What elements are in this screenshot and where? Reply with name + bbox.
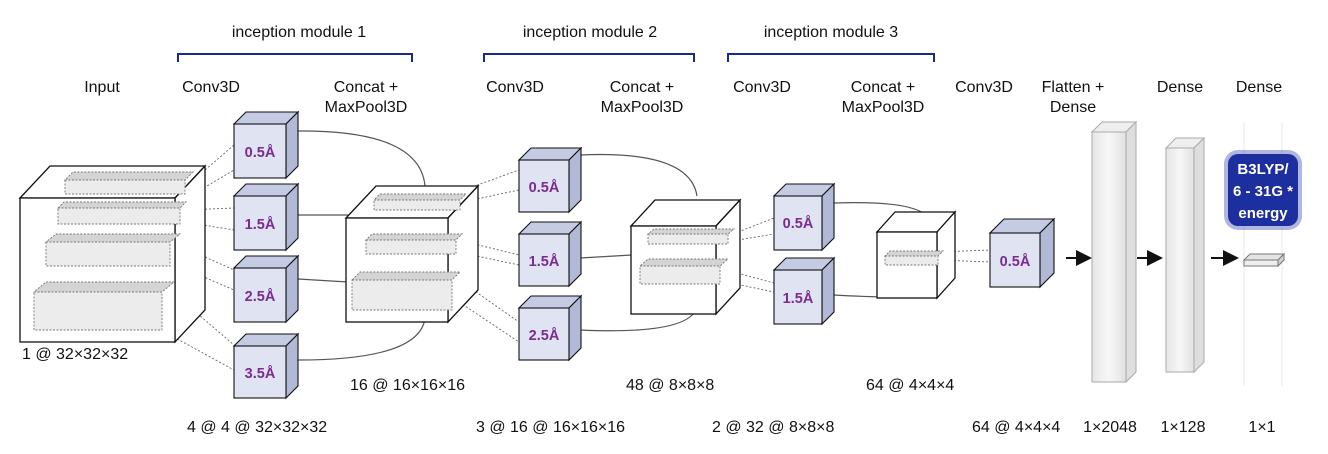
- branch-shape-2: 3 @ 16 @ 16×16×16: [476, 419, 625, 436]
- flatten-shape: 1×2048: [1083, 419, 1137, 436]
- final-kernel-label: 0.5Å: [1000, 253, 1031, 270]
- target-line-1: B3LYP/: [1237, 161, 1289, 178]
- final-conv-label: Conv3D: [955, 79, 1013, 96]
- kernel-label-1-3: 2.5Å: [245, 288, 276, 305]
- concat-cube-2: [629, 198, 742, 316]
- module-bracket-2: [483, 53, 695, 62]
- final-conv-filter: [988, 217, 1056, 289]
- target-line-2: 6 - 31G *: [1233, 183, 1293, 200]
- concat-shape-1: 16 @ 16×16×16: [350, 377, 465, 394]
- concat-label-2b: MaxPool3D: [601, 99, 684, 116]
- kernel-label-1-4: 3.5Å: [245, 365, 276, 382]
- kernel-label-3-1: 0.5Å: [783, 215, 814, 232]
- concat-shape-2: 48 @ 8×8×8: [626, 377, 714, 394]
- conv-label-1: Conv3D: [182, 79, 240, 96]
- module-title-2: inception module 2: [523, 24, 657, 41]
- conv-filter-2-1: [517, 146, 583, 214]
- flatten-label-b: Dense: [1050, 99, 1096, 116]
- kernel-label-1-2: 1.5Å: [245, 216, 276, 233]
- kernel-label-2-3: 2.5Å: [529, 327, 560, 344]
- concat-label-1b: MaxPool3D: [325, 99, 408, 116]
- target-line-3: energy: [1238, 205, 1288, 222]
- conv-filter-1-2: [232, 182, 300, 252]
- conv-filter-1-4: [232, 332, 300, 400]
- module-bracket-3: [727, 53, 935, 62]
- conv-label-3: Conv3D: [733, 79, 791, 96]
- flatten-dense-layer: [1090, 120, 1138, 384]
- branch-shape-3: 2 @ 32 @ 8×8×8: [712, 419, 834, 436]
- conv-filter-2-3: [517, 294, 583, 362]
- conv-filter-2-2: [517, 220, 583, 288]
- concat-label-2a: Concat +: [610, 79, 674, 96]
- concat-cube-1: [344, 184, 480, 324]
- target-energy-badge: [1224, 150, 1302, 230]
- branch-shape-1: 4 @ 4 @ 32×32×32: [187, 419, 327, 436]
- conv-filter-3-2: [772, 256, 836, 326]
- kernel-label-2-1: 0.5Å: [529, 179, 560, 196]
- flatten-label-a: Flatten +: [1042, 79, 1105, 96]
- conv-label-2: Conv3D: [486, 79, 544, 96]
- dense-layer-1: [1164, 136, 1206, 374]
- conv-filter-1-3: [232, 254, 300, 324]
- kernel-label-1-1: 0.5Å: [245, 144, 276, 161]
- input-label: Input: [84, 79, 120, 96]
- dense2-label: Dense: [1236, 79, 1282, 96]
- dense2-shape: 1×1: [1248, 419, 1275, 436]
- module-bracket-1: [177, 53, 413, 62]
- concat-label-1a: Concat +: [334, 79, 398, 96]
- conv-filter-1-1: [232, 110, 300, 180]
- kernel-label-2-2: 1.5Å: [529, 253, 560, 270]
- conv-filter-3-1: [772, 182, 836, 252]
- input-shape: 1 @ 32×32×32: [22, 346, 128, 363]
- final-conv-shape: 64 @ 4×4×4: [972, 419, 1060, 436]
- kernel-label-3-2: 1.5Å: [783, 290, 814, 307]
- concat-cube-3: [875, 210, 957, 300]
- concat-shape-3: 64 @ 4×4×4: [866, 377, 954, 394]
- dense1-label: Dense: [1157, 79, 1203, 96]
- module-title-3: inception module 3: [764, 24, 898, 41]
- concat-label-3b: MaxPool3D: [842, 99, 925, 116]
- module-title-1: inception module 1: [232, 24, 366, 41]
- concat-label-3a: Concat +: [851, 79, 915, 96]
- dense1-shape: 1×128: [1161, 419, 1206, 436]
- input-cube: [18, 164, 207, 344]
